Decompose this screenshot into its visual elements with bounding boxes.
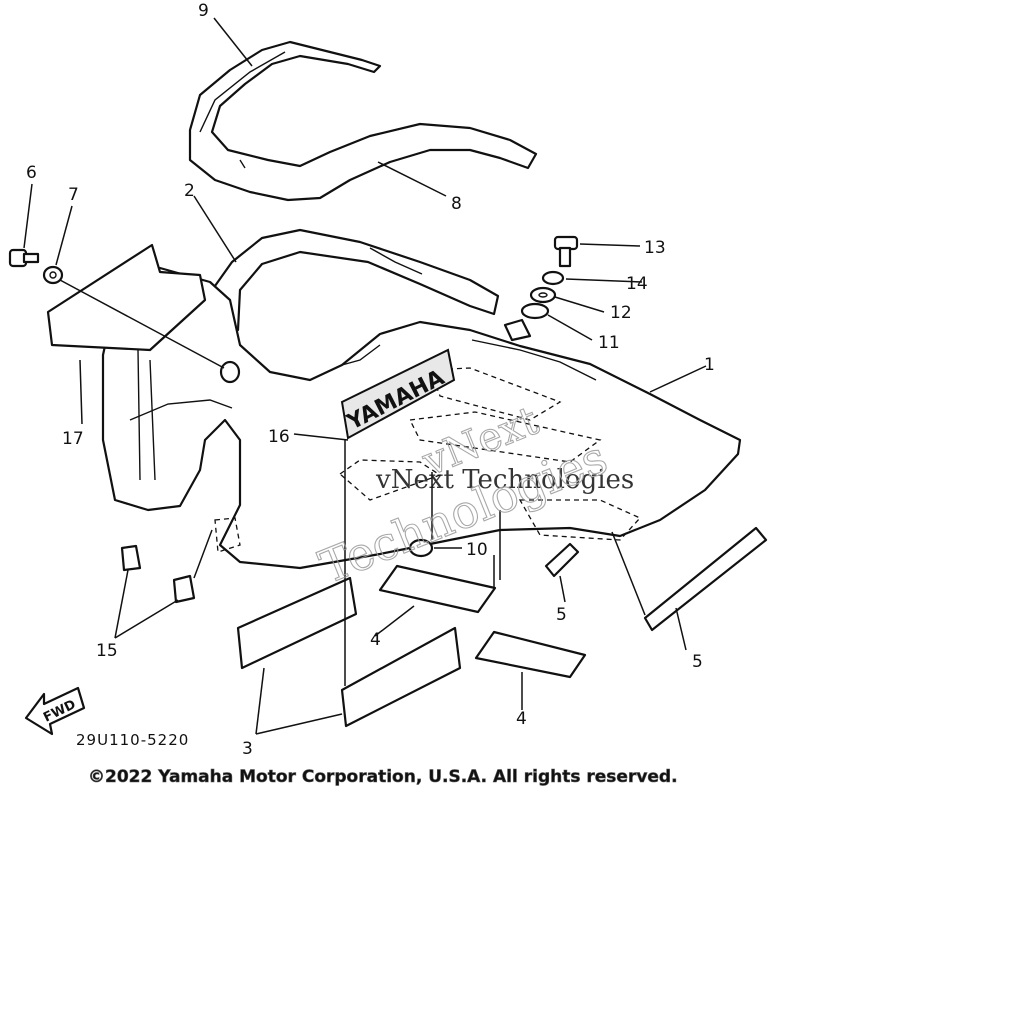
callout-9: 9 (198, 1, 209, 21)
callout-5-long: 5 (692, 652, 703, 672)
screw-13 (553, 235, 579, 268)
side-panel-17 (46, 243, 207, 352)
callout-4-right: 4 (516, 709, 527, 729)
leader-lines (23, 17, 707, 735)
fwd-arrow: FWD (24, 686, 86, 736)
callout-4-left: 4 (370, 630, 381, 650)
washer-14 (541, 270, 565, 286)
pad-3-lower (340, 626, 462, 728)
bumper-15-upper (120, 544, 142, 572)
washer-11 (520, 302, 550, 320)
callout-2: 2 (184, 181, 195, 201)
callout-17: 17 (62, 429, 84, 449)
seat-trim-frame (188, 40, 538, 202)
pad-4-left (378, 564, 497, 614)
pad-4-right (474, 630, 587, 679)
callout-10: 10 (466, 540, 488, 560)
callout-12: 12 (610, 303, 632, 323)
callouts: 9 8 6 7 2 13 14 12 11 1 17 16 10 5 5 15 … (26, 1, 715, 759)
callout-15: 15 (96, 641, 118, 661)
callout-3: 3 (242, 739, 253, 759)
strip-5-short (544, 542, 580, 578)
grommet-10 (408, 538, 434, 558)
pad-3-upper (236, 576, 358, 670)
bolt-6 (8, 248, 40, 268)
callout-11: 11 (598, 333, 620, 353)
washer-7 (42, 265, 64, 285)
callout-1: 1 (704, 355, 715, 375)
callout-14: 14 (626, 274, 648, 294)
callout-6: 6 (26, 163, 37, 183)
callout-13: 13 (644, 238, 666, 258)
callout-8: 8 (451, 194, 462, 214)
callout-7: 7 (68, 185, 79, 205)
nut-plate (503, 318, 532, 342)
copyright-notice: ©2022 Yamaha Motor Corporation, U.S.A. A… (88, 767, 678, 787)
body-cowl (101, 266, 742, 570)
washer-12 (529, 286, 557, 304)
drawing-code: 29U110-5220 (76, 731, 189, 749)
seat-frame-ring (203, 228, 500, 332)
callout-16: 16 (268, 427, 290, 447)
watermark-text-main: vNext Technologies (375, 465, 634, 495)
strip-5-long (643, 526, 768, 632)
bumper-15-lower (172, 574, 196, 604)
grommet-body (219, 360, 241, 384)
callout-5-short: 5 (556, 605, 567, 625)
